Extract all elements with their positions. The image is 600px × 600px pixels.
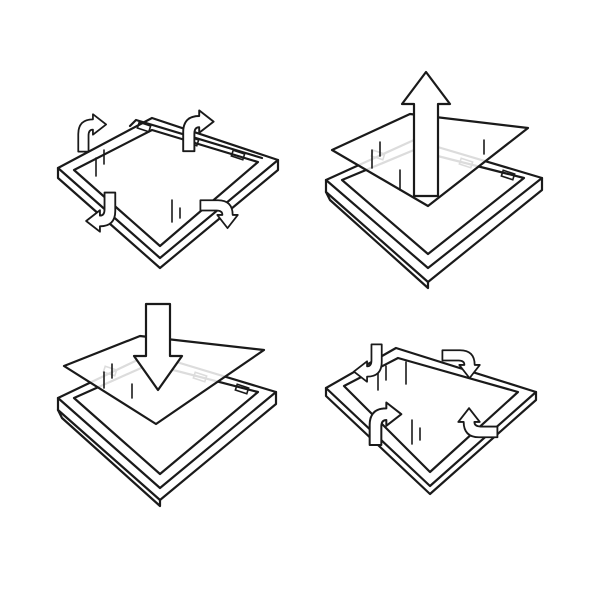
panel-step-3 <box>56 302 278 508</box>
panel-step-4 <box>324 343 538 496</box>
arrow-up-icon <box>400 70 452 198</box>
arrow-down-icon <box>132 302 184 392</box>
panel-step-1 <box>56 109 280 270</box>
frame-open <box>56 116 280 270</box>
panel-step-2 <box>324 70 544 290</box>
